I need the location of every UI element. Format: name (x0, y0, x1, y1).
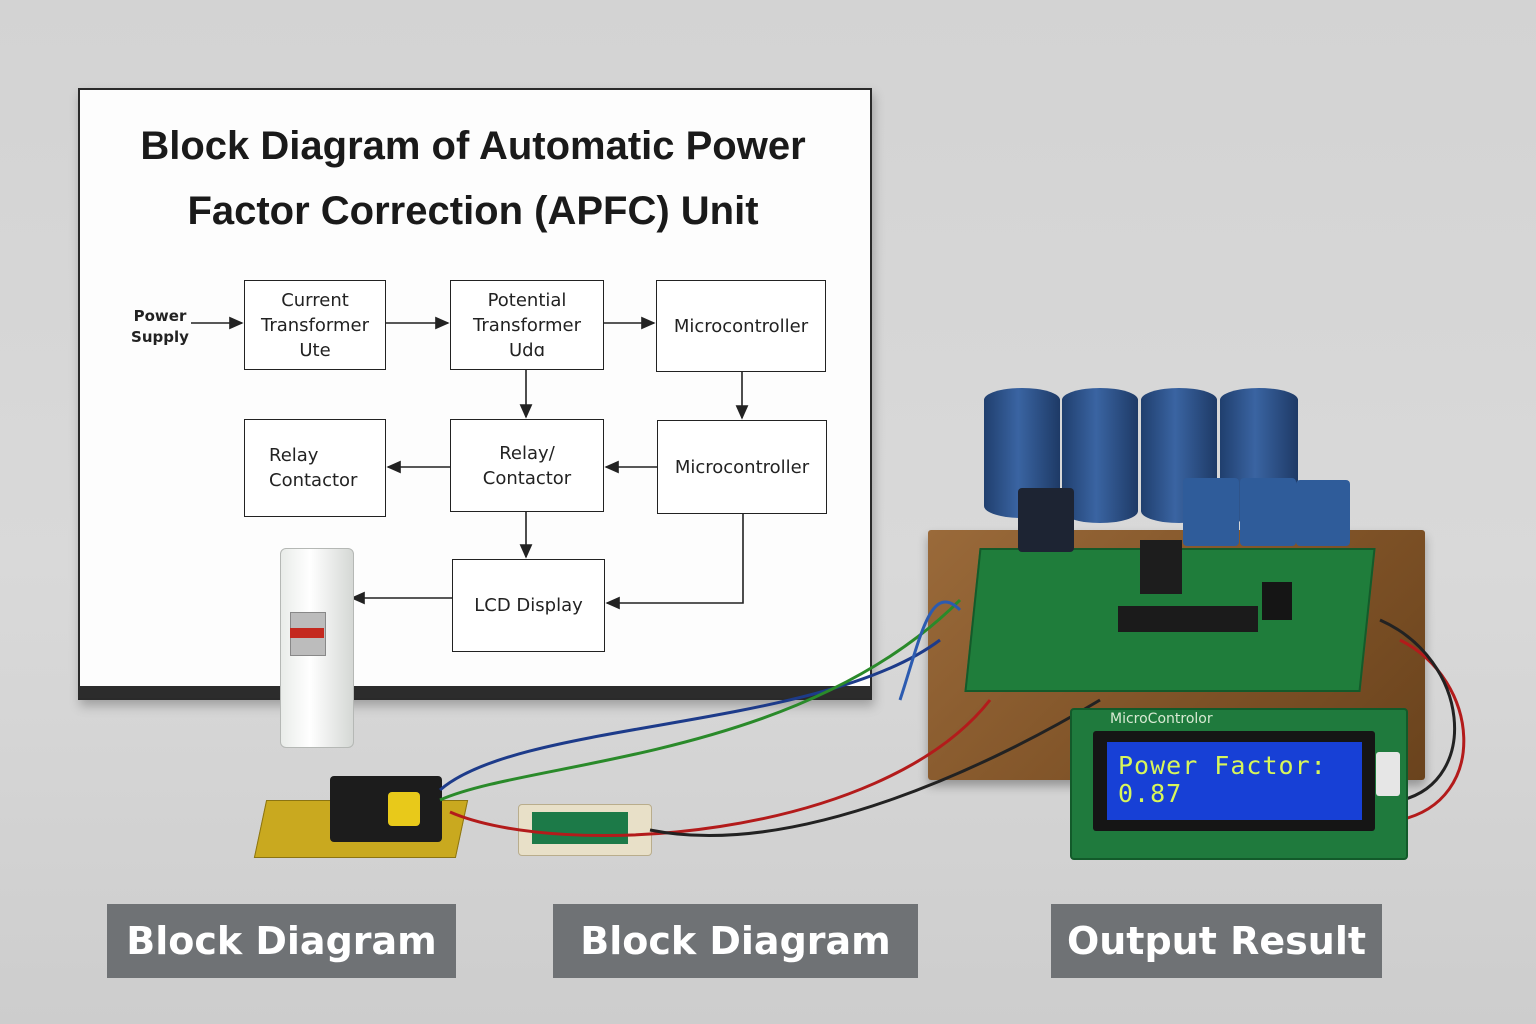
block-potential-transformer-line1: Potential (487, 289, 567, 311)
block-current-transformer-line2: Transformer (260, 314, 369, 336)
lcd-screen (1107, 742, 1362, 820)
block-microcontroller-top-line1: Microcontroller (673, 315, 809, 337)
relay-3 (1296, 480, 1350, 546)
block-potential-transformer-line2: Transformer (472, 314, 581, 336)
block-relay-contactor-left: Relay Contactor (244, 419, 386, 517)
block-microcontroller-top: Microcontroller (656, 280, 826, 372)
lcd-line1: Power Factor: (1118, 751, 1327, 780)
contactor-module (330, 776, 442, 842)
contactor-button (388, 792, 420, 826)
heatsink-component (1262, 582, 1292, 620)
block-lcd-display: LCD Display (452, 559, 605, 652)
block-current-transformer-line1: Current (281, 289, 349, 311)
lcd-module-label: MicroControlor (1110, 711, 1213, 727)
board-stand (78, 686, 870, 698)
block-current-transformer: Current Transformer Ute (244, 280, 386, 370)
power-supply-label-line1: Power (133, 307, 187, 325)
block-current-transformer-line3: Ute (299, 339, 331, 361)
power-supply-label: Power Supply (118, 306, 202, 348)
block-relay-contactor-middle-line2: Contactor (482, 467, 572, 489)
lcd-connector (1376, 752, 1400, 796)
caption-right: Output Result (1051, 904, 1382, 978)
capacitor-2 (1062, 388, 1138, 523)
transformer-block (1140, 540, 1182, 594)
block-potential-transformer-line3: Udɑ (508, 339, 546, 361)
caption-middle: Block Diagram (553, 904, 918, 978)
block-relay-contactor-middle-line1: Relay/ (499, 442, 555, 464)
board-title-line2: Factor Correction (APFC) Unit (187, 189, 759, 233)
microcontroller-chip (1118, 606, 1258, 632)
sensor-pcb (532, 812, 628, 844)
voltage-regulator (1018, 488, 1074, 552)
relay-2 (1240, 478, 1296, 546)
power-supply-label-line2: Supply (131, 328, 189, 346)
board-title-line1: Block Diagram of Automatic Power (140, 124, 806, 168)
block-microcontroller-bottom: Microcontroller (657, 420, 827, 514)
breaker-red-flag (290, 628, 324, 638)
block-potential-transformer: Potential Transformer Udɑ (450, 280, 604, 370)
block-relay-contactor-middle: Relay/ Contactor (450, 419, 604, 512)
block-relay-contactor-left-line2: Contactor (269, 470, 358, 491)
relay-1 (1183, 478, 1239, 546)
caption-left: Block Diagram (107, 904, 456, 978)
block-relay-contactor-left-line1: Relay (269, 445, 319, 466)
block-lcd-display-line1: LCD Display (474, 595, 583, 616)
block-microcontroller-bottom-line1: Microcontroller (674, 456, 810, 478)
lcd-line2: 0.87 (1118, 779, 1183, 808)
